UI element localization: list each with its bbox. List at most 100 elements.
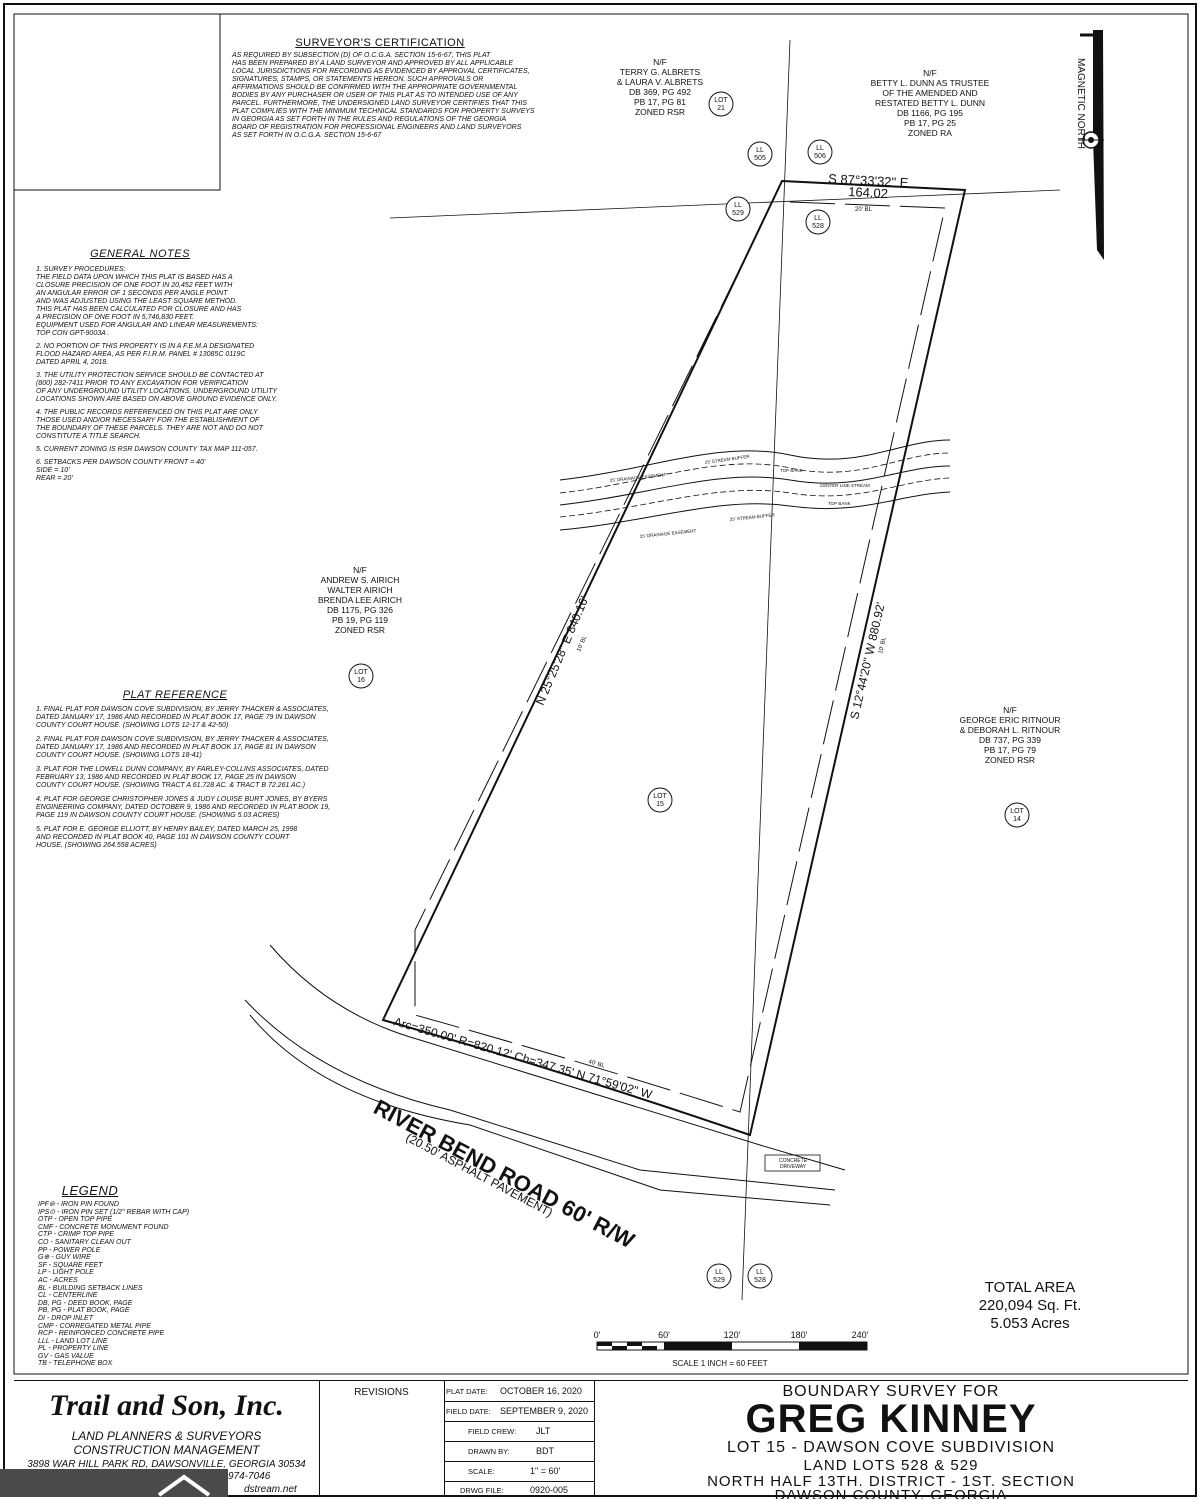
legend-item: DB, PG - DEED BOOK, PAGE [38,1299,133,1307]
legend-item: CMP - CORREGATED METAL PIPE [38,1322,151,1330]
general-note-2: 2. NO PORTION OF THIS PROPERTY IS IN A F… [36,343,255,366]
info-row: FIELD DATE: SEPTEMBER 9, 2020 [444,1401,594,1422]
plat-reference-5: 5. PLAT FOR E. GEORGE ELLIOTT, BY HENRY … [36,826,298,849]
bubble-ll529a [725,196,751,222]
scale-caption: SCALE 1 INCH = 60 FEET [672,1359,767,1368]
total-area-acres: 5.053 Acres [990,1315,1070,1332]
scale-tick-2: 120' [724,1330,741,1340]
county: DAWSON COUNTY, GEORGIA [774,1487,1008,1499]
total-area: TOTAL AREA 220,094 Sq. Ft. 5.053 Acres [950,1279,1110,1333]
legend-item: LLL - LAND LOT LINE [38,1337,108,1345]
lot-line: LOT 15 - DAWSON COVE SUBDIVISION [726,1439,1056,1456]
driveway [764,1154,821,1172]
project-title-panel: BOUNDARY SURVEY FOR GREG KINNEY LOT 15 -… [594,1381,1188,1499]
legend-item: OTP - OPEN TOP PIPE [38,1216,113,1224]
info-row: SCALE: 1" = 60' [444,1461,594,1482]
legend-heading: LEGEND [61,1183,119,1198]
setback-lines [414,201,946,1113]
road-row-north [269,944,846,1171]
legend-item: G⊕ - GUY WIRE [38,1254,91,1262]
revisions-panel: REVISIONS [319,1381,445,1497]
firm-phone: 974-7046 [228,1471,271,1482]
bubble-ll528b [747,1263,773,1289]
label-stream-buffer-south: 25' STREAM BUFFER [730,512,776,522]
bubble-ll506 [807,139,833,165]
home-icon [157,1474,211,1497]
stream-centerline [559,465,951,506]
legend-item: CMF - CONCRETE MONUMENT FOUND [38,1223,169,1231]
bubble-ll505 [747,141,773,167]
bubble-lot15 [647,787,673,813]
legend-item: SF - SQUARE FEET [38,1261,103,1269]
info-value: BDT [536,1446,554,1456]
info-label: FIELD DATE: [446,1407,491,1416]
plat-reference-list: 1. FINAL PLAT FOR DAWSON COVE SUBDIVISIO… [36,706,356,856]
legend-item: CO - SANITARY CLEAN OUT [38,1238,131,1246]
bubble-ll529b [706,1263,732,1289]
bubble-lot14 [1004,802,1030,828]
info-label: FIELD CREW: [468,1427,517,1436]
legend-item: IPF⊚ - IRON PIN FOUND [38,1201,119,1208]
label-drainage-south: 25' DRAINAGE EASEMENT [640,528,697,539]
firm-panel: Trail and Son, Inc. LAND PLANNERS & SURV… [0,1381,320,1497]
legend-item: GV - GAS VALUE [38,1352,94,1360]
road-edge-south [249,1014,831,1206]
bubble-lot21 [708,91,734,117]
adjoiner-albrets: N/F TERRY G. ALBRETS & LAURA V. ALBRETS … [616,57,704,117]
call-north-bearing: S 87°33'32" E [828,171,909,190]
stamp-box [13,13,221,191]
road-name: RIVER BEND ROAD 60' R/W [370,1094,639,1253]
bubble-lot16 [348,663,374,689]
plat-reference-1: 1. FINAL PLAT FOR DAWSON COVE SUBDIVISIO… [36,706,329,729]
stream-top-bank-north [559,452,951,494]
label-front-setback: 40' BL [587,1059,605,1070]
general-note-4: 4. THE PUBLIC RECORDS REFERENCED ON THIS… [36,409,264,440]
legend-item: LP - LIGHT POLE [38,1269,94,1277]
legend-item: PB, PG - PLAT BOOK, PAGE [38,1307,130,1315]
bubble-ll528a [805,209,831,235]
legend-item: TB - TELEPHONE BOX [38,1360,113,1368]
info-value: OCTOBER 16, 2020 [500,1386,582,1396]
info-label: SCALE: [468,1467,495,1476]
label-top-bank-south: TOP BANK [828,501,851,506]
surveyor-cert-body: AS REQUIRED BY SUBSECTION (d) OF O.C.G.A… [232,52,535,139]
stream-top-bank-south [559,477,951,518]
label-stream-buffer-north: 25' STREAM BUFFER [704,454,750,465]
call-north-distance: 164.02 [848,184,888,201]
label-drainage-north: 25' DRAINAGE EASEMENT [610,472,667,483]
title-block: Trail and Son, Inc. LAND PLANNERS & SURV… [0,1380,1188,1499]
legend-item: RCP - REINFORCED CONCRETE PIPE [38,1330,165,1338]
adjoiner-ritnour: N/F GEORGE ERIC RITNOUR & DEBORAH L. RIT… [959,705,1061,765]
label-rear-setback: 20' BL [855,207,872,213]
scale-tick-4: 240' [852,1330,869,1340]
plat-reference-2: 2. FINAL PLAT FOR DAWSON COVE SUBDIVISIO… [36,736,329,759]
info-value: 0920-005 [530,1485,569,1495]
info-panel: PLAT DATE: OCTOBER 16, 2020 FIELD DATE: … [444,1381,595,1497]
legend-item: IPS⊙ - IRON PIN SET (1/2" REBAR WITH CAP… [38,1208,190,1216]
drawing-frame [13,13,1189,1375]
info-label: DRWG FILE: [460,1486,504,1495]
general-notes-heading: GENERAL NOTES [90,248,190,260]
total-area-title: TOTAL AREA [984,1279,1076,1296]
stream-buffer-north [559,439,951,481]
land-lot-line-vertical [741,39,791,1301]
total-area-sqft: 220,094 Sq. Ft. [978,1297,1082,1314]
general-note-3: 3. THE UTILITY PROTECTION SERVICE SHOULD… [36,372,278,403]
general-note-1: 1. SURVEY PROCEDURES: THE FIELD DATA UPO… [36,266,258,337]
label-side-setback-east: 10' BL [878,636,888,654]
firm-address: 3898 WAR HILL PARK RD, DAWSONVILLE, GEOR… [27,1459,306,1470]
legend-item: AC - ACRES [38,1276,78,1284]
stream-buffer-south [559,491,951,531]
firm-name: Trail and Son, Inc. [49,1389,284,1422]
info-label: DRAWN BY: [468,1447,510,1456]
